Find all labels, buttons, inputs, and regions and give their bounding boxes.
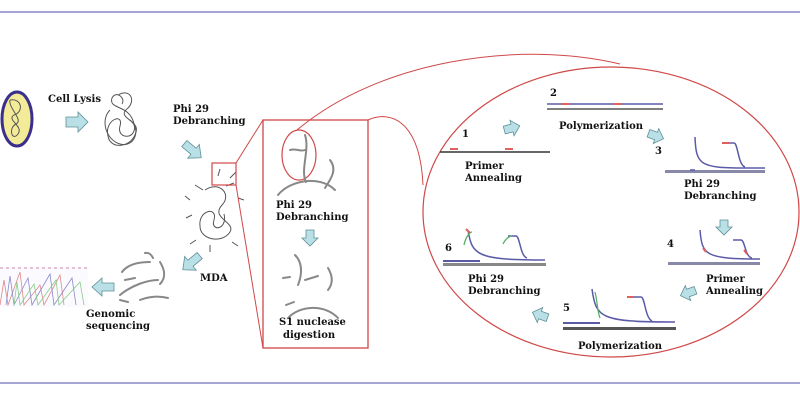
step-label: Polymerization xyxy=(559,121,644,132)
arrow-icon xyxy=(181,139,202,159)
bacterial-cell-icon xyxy=(0,90,34,148)
phi29-debranching-label-line2: Debranching xyxy=(173,116,245,127)
genomic-sequencing-label-line2: sequencing xyxy=(86,321,150,332)
step-label: Primer xyxy=(706,274,746,285)
step-number: 3 xyxy=(655,146,662,157)
arrow-icon xyxy=(531,306,550,324)
arrow-icon xyxy=(646,127,665,145)
arrow-icon xyxy=(679,284,698,302)
step-label: Phi 29 xyxy=(684,179,720,190)
s1-digestion-label-line1: S1 nuclease xyxy=(279,317,346,328)
arrow-icon xyxy=(65,111,89,133)
step-label: Primer xyxy=(465,161,505,172)
zoom-region-box xyxy=(211,162,237,186)
displaced-strands-with-primers xyxy=(668,229,761,265)
second-debranching-strands xyxy=(443,228,546,266)
step-number: 1 xyxy=(462,129,469,140)
zoom-line xyxy=(296,53,621,131)
cell-lysis-label: Cell Lysis xyxy=(48,94,101,105)
mda-cycle-ellipse xyxy=(422,66,800,358)
mda-label: MDA xyxy=(200,273,228,284)
arrow-icon xyxy=(182,251,203,271)
step-number: 5 xyxy=(563,303,570,314)
step-label: Phi 29 xyxy=(468,274,504,285)
digested-fragments-icon xyxy=(282,254,339,319)
branched-fragment-icon xyxy=(277,134,336,196)
debranching-detail-box xyxy=(262,119,369,349)
genomic-dna-tangle-icon xyxy=(104,92,137,146)
polymerized-strands xyxy=(563,288,676,330)
branch-highlight-ellipse xyxy=(281,129,317,181)
dna-fragments-icon xyxy=(119,251,169,303)
box-phi29-label-line1: Phi 29 xyxy=(276,200,312,211)
zoom-line xyxy=(235,119,264,164)
step-number: 2 xyxy=(550,88,557,99)
step-number: 4 xyxy=(667,239,674,250)
step-label: Polymerization xyxy=(578,341,663,352)
arrow-down-icon xyxy=(715,219,733,236)
step-label: Debranching xyxy=(684,191,756,202)
zoom-line xyxy=(235,184,264,349)
step-label: Annealing xyxy=(464,173,522,184)
branched-dna-icon xyxy=(184,168,245,252)
displaced-strands xyxy=(665,136,765,173)
sequencing-chromatogram-icon xyxy=(0,267,88,307)
box-phi29-label-line2: Debranching xyxy=(276,212,348,223)
zoom-line xyxy=(367,116,424,186)
arrow-down-icon xyxy=(301,229,319,247)
step-number: 6 xyxy=(445,243,452,254)
genomic-sequencing-label-line1: Genomic xyxy=(86,309,135,320)
step-label: Annealing xyxy=(705,286,763,297)
step-label: Debranching xyxy=(468,286,540,297)
arrow-icon xyxy=(91,277,115,297)
phi29-debranching-label-line1: Phi 29 xyxy=(173,104,209,115)
arrow-icon xyxy=(502,119,521,137)
s1-digestion-label-line2: digestion xyxy=(283,330,336,341)
